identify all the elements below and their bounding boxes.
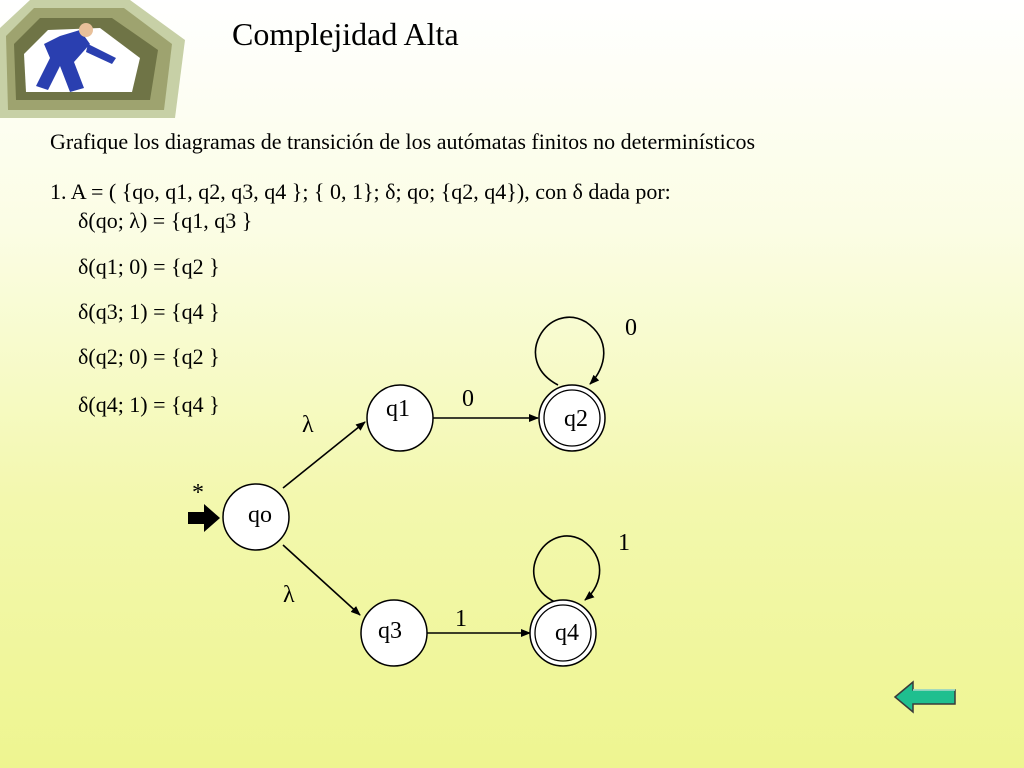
transition-rule: δ(q2; 0) = {q2 } — [78, 344, 220, 369]
edge-label-q4-loop: 1 — [618, 530, 630, 556]
state-label-q2: q2 — [564, 406, 588, 432]
automaton-definition: 1. A = ( {qo, q1, q2, q3, q4 }; { 0, 1};… — [50, 179, 671, 204]
state-q2-outer — [538, 384, 606, 452]
edge-label-q2-loop: 0 — [625, 315, 637, 341]
state-q4-outer — [529, 599, 597, 667]
edge-label-q1-q2: 0 — [462, 386, 474, 412]
back-button[interactable] — [893, 680, 959, 714]
edge-qo-q3 — [282, 544, 361, 616]
edge-label-q3-q4: 1 — [455, 606, 467, 632]
state-q4-inner — [534, 604, 592, 662]
initial-state-marker: * — [192, 480, 204, 506]
edge-label-qo-q1: λ — [302, 412, 314, 438]
transition-rule: δ(q4; 1) = {q4 } — [78, 392, 220, 417]
transition-rule: δ(q1; 0) = {q2 } — [78, 254, 220, 279]
running-man-clipart — [0, 0, 185, 118]
state-label-q1: q1 — [386, 396, 410, 422]
state-q3 — [360, 599, 428, 667]
state-label-q4: q4 — [555, 620, 579, 646]
state-q2-inner — [543, 389, 601, 447]
transition-rule: δ(qo; λ) = {q1, q3 } — [78, 208, 253, 233]
slide-title: Complejidad Alta — [232, 16, 459, 52]
edge-qo-q1 — [282, 421, 366, 489]
state-label-q3: q3 — [378, 618, 402, 644]
self-loop-q2 — [534, 316, 605, 386]
state-qo — [222, 483, 290, 551]
left-arrow-icon — [893, 680, 956, 714]
instruction-text: Grafique los diagramas de transición de … — [50, 129, 756, 154]
right-arrow-icon — [188, 504, 220, 532]
state-q1 — [366, 384, 434, 452]
self-loop-q4 — [533, 535, 601, 603]
transition-rule: δ(q3; 1) = {q4 } — [78, 299, 220, 324]
edge-label-qo-q3: λ — [283, 582, 295, 608]
state-label-qo: qo — [248, 502, 272, 528]
